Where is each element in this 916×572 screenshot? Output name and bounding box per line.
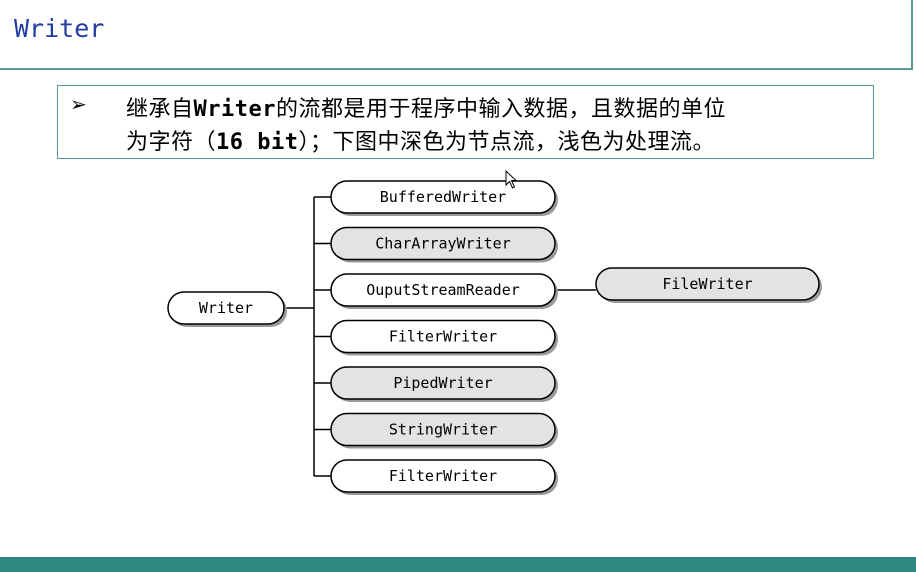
node-child-6: StringWriter	[330, 412, 558, 449]
node-child-7-body	[330, 459, 556, 493]
bullet-box: ➢ 继承自Writer的流都是用于程序中输入数据，且数据的单位 为字符（16 b…	[57, 85, 874, 159]
node-child-7: FilterWriter	[330, 459, 558, 495]
node-writer-body	[167, 291, 285, 325]
bullet-line-2: 为字符（16 bit）；下图中深色为节点流，浅色为处理流。	[126, 124, 715, 156]
bullet-line-1-pre: 继承自	[126, 97, 194, 122]
writer-class-diagram: Writer BufferedWriterCharArrayWriterOuput…	[167, 180, 822, 495]
node-child-3-label: OuputStreamReader	[366, 281, 520, 299]
bullet-line-1-post: 的流都是用于程序中输入数据，且数据的单位	[276, 97, 727, 122]
node-child-1-body	[330, 180, 556, 214]
node-child-4-body	[330, 319, 556, 354]
node-child-1: BufferedWriter	[330, 180, 558, 216]
node-filewriter-body	[595, 267, 820, 301]
node-filewriter-label: FileWriter	[662, 275, 752, 293]
title-frame: Writer	[0, 0, 913, 70]
slide-title: Writer	[14, 14, 105, 43]
node-child-3: OuputStreamReader	[330, 273, 558, 309]
node-writer: Writer	[167, 291, 287, 327]
mouse-cursor-icon	[505, 170, 518, 189]
bullet-line-1-code: Writer	[193, 97, 276, 122]
node-filewriter: FileWriter	[595, 267, 822, 303]
node-child-3-body	[330, 273, 556, 307]
node-child-2-body	[330, 226, 556, 261]
node-child-5-label: PipedWriter	[393, 374, 492, 392]
node-child-1-label: BufferedWriter	[380, 188, 506, 206]
node-child-7-label: FilterWriter	[389, 467, 497, 485]
node-child-4-label: FilterWriter	[389, 328, 497, 346]
bullet-line-2-post: ）；下图中深色为节点流，浅色为处理流。	[298, 130, 716, 155]
node-child-4: FilterWriter	[330, 319, 558, 356]
bullet-arrow-icon: ➢	[70, 92, 87, 116]
node-writer-label: Writer	[199, 299, 253, 317]
node-child-5-body	[330, 366, 556, 400]
node-child-2: CharArrayWriter	[330, 226, 558, 263]
bottom-bar	[0, 557, 916, 572]
bullet-line-1: 继承自Writer的流都是用于程序中输入数据，且数据的单位	[126, 91, 726, 123]
bullet-line-2-pre: 为字符（	[126, 130, 217, 155]
node-child-6-label: StringWriter	[389, 421, 497, 439]
node-child-5: PipedWriter	[330, 366, 558, 402]
node-child-6-body	[330, 412, 556, 447]
node-child-2-label: CharArrayWriter	[375, 235, 510, 253]
bullet-line-2-code: 16 bit	[216, 130, 299, 155]
